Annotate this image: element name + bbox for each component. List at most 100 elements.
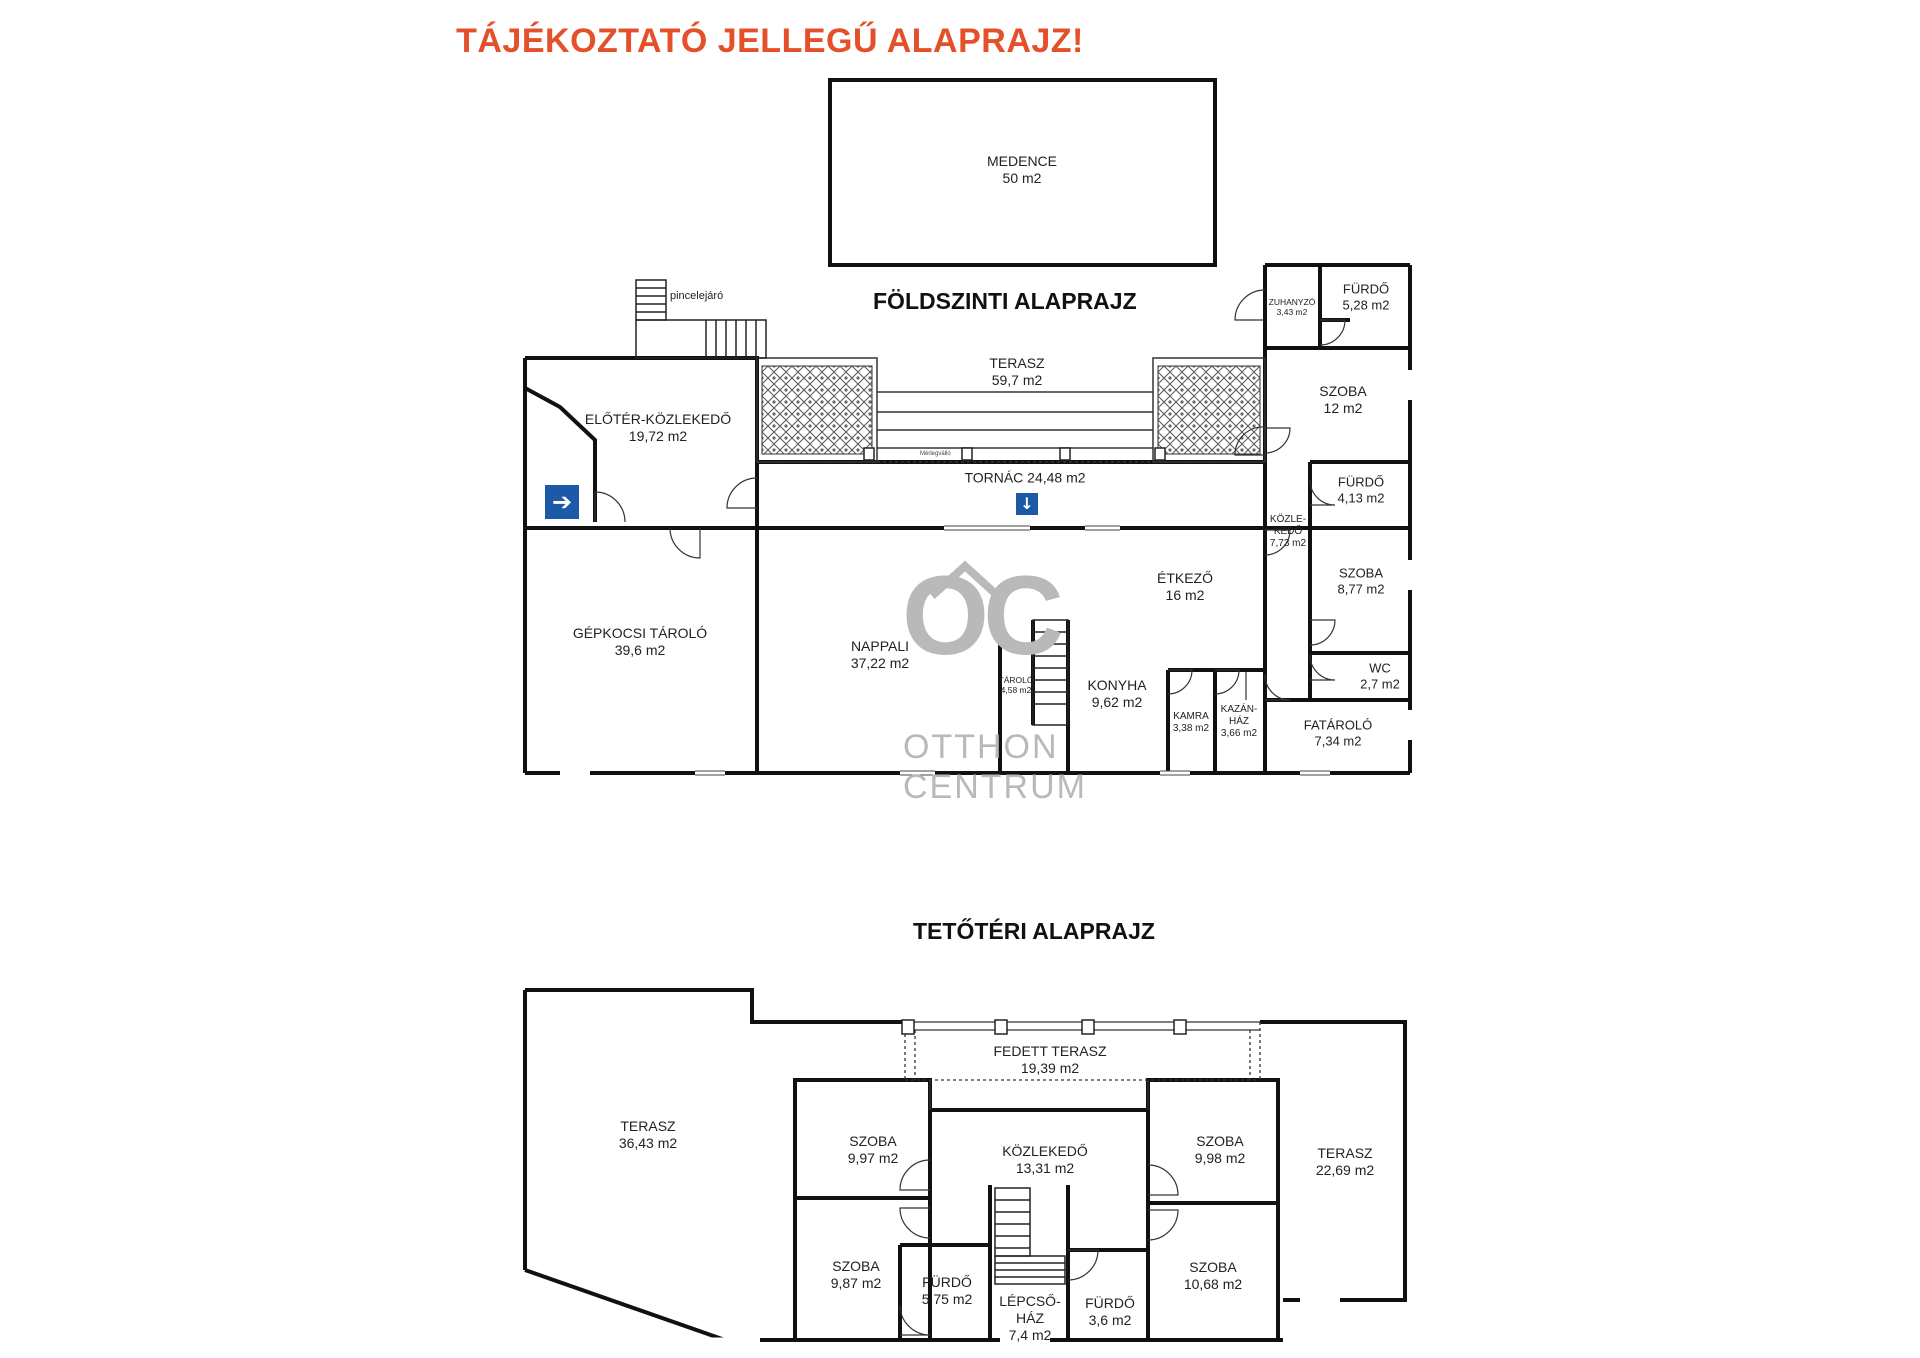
ground-floor-title: FÖLDSZINTI ALAPRAJZ [873,288,1137,314]
room-name: SZOBA [1196,1133,1244,1150]
room-area: 7,34 m2 [1314,733,1362,748]
room-name-2: HÁZ [1016,1309,1044,1326]
room-name: TORNÁC 24,48 m2 [964,469,1086,486]
interior-stair [1032,619,1069,726]
room-name: NAPPALI [850,638,910,655]
arrow-right-icon: ➔ [545,485,579,519]
room-name: FÜRDŐ [922,1274,972,1291]
ground-windows [560,370,1413,776]
room-medence: MEDENCE 50 m2 [987,153,1057,187]
attic-posts [901,1019,1187,1035]
room-name: FEDETT TERASZ [993,1043,1107,1060]
room-area: 8,77 m2 [1337,581,1385,596]
room-name: SZOBA [1319,383,1367,400]
room-area: 3,6 m2 [1088,1312,1132,1328]
room-area: 12 m2 [1323,400,1363,416]
arrow-down-icon: ↓ [1016,493,1038,515]
room-name: KAZÁN- [1220,704,1258,715]
room-area: 5,75 m2 [921,1291,973,1307]
room-szoba-b: SZOBA 9,98 m2 [1195,1133,1246,1167]
room-name: SZOBA [1189,1259,1237,1276]
room-name: KONYHA [1087,677,1147,694]
room-terasz-right: TERASZ 22,69 m2 [1316,1145,1374,1179]
room-name: ELŐTÉR-KÖZLEKEDŐ [584,411,732,428]
room-lepcsohaz: LÉPCSŐ- HÁZ 7,4 m2 [999,1293,1060,1343]
lattice-left [761,365,873,455]
watermark-line2: CENTRUM [903,768,1087,806]
terrace-posts [863,447,1166,461]
room-fedett-terasz: FEDETT TERASZ 19,39 m2 [993,1043,1106,1077]
room-area: 2,7 m2 [1360,676,1400,691]
room-area: 16 m2 [1165,587,1205,603]
room-eloter: ELŐTÉR-KÖZLEKEDŐ 19,72 m2 [585,411,731,445]
room-name: SZOBA [1338,565,1384,581]
room-furdo-b: FÜRDŐ 3,6 m2 [1085,1295,1135,1329]
room-terasz: TERASZ 59,7 m2 [989,355,1044,389]
room-area: 7,73 m2 [1269,538,1307,549]
terrace-lines [756,357,1266,463]
room-name: FÜRDŐ [1342,281,1390,297]
room-name: SZOBA [849,1133,897,1150]
room-name: MEDENCE [986,153,1058,170]
room-area: 50 m2 [1002,170,1042,186]
room-name: TERASZ [1317,1145,1373,1162]
room-name: TÁROLÓ [998,674,1034,685]
attic-stair [994,1187,1066,1285]
page-title: TÁJÉKOZTATÓ JELLEGŰ ALAPRAJZ! [456,22,1084,60]
room-area: 13,31 m2 [1015,1160,1075,1176]
room-area: 19,72 m2 [628,428,688,444]
room-name: KAMRA [1173,711,1209,722]
attic-floor-title: TETŐTÉRI ALAPRAJZ [913,918,1155,944]
room-area: 4,58 m2 [1000,685,1032,695]
room-area: 9,98 m2 [1194,1150,1246,1166]
room-fatarolo: FATÁROLÓ 7,34 m2 [1304,717,1372,748]
room-name: FATÁROLÓ [1303,717,1373,733]
basement-stair-label: pincelejáró [670,290,724,302]
room-etkezo: ÉTKEZŐ 16 m2 [1157,570,1213,604]
room-name: FÜRDŐ [1085,1295,1135,1312]
watermark-logo: OC [902,553,1064,678]
ground-doors [594,289,1346,701]
room-name: KÖZLE- [1269,514,1307,525]
pool-outline [828,78,1217,267]
watermark-line1: OTTHON [903,728,1059,766]
room-furdo-2: FÜRDŐ 4,13 m2 [1338,474,1385,505]
room-area: 3,38 m2 [1172,723,1210,734]
room-area: 59,7 m2 [991,372,1043,388]
room-nappali: NAPPALI 37,22 m2 [851,638,909,672]
room-tarolo: TÁROLÓ 4,58 m2 [999,675,1034,695]
room-name-2: KEDŐ [1273,526,1303,537]
room-name-2: HÁZ [1228,716,1249,727]
attic-doors [899,1159,1179,1336]
room-area: 5,28 m2 [1342,297,1390,312]
room-area: 39,6 m2 [614,642,666,658]
attic-windows [700,1297,1340,1343]
room-furdo-a: FÜRDŐ 5,75 m2 [922,1274,973,1308]
room-szoba-c: SZOBA 9,87 m2 [831,1258,882,1292]
room-area: 22,69 m2 [1315,1162,1375,1178]
ground-floor-walls [523,263,1412,775]
room-tornac: TORNÁC 24,48 m2 [964,470,1085,487]
room-area: 10,68 m2 [1183,1276,1243,1292]
room-wc: WC 2,7 m2 [1360,660,1400,691]
room-kozlekedo-attic: KÖZLEKEDŐ 13,31 m2 [1002,1143,1088,1177]
room-name: SZOBA [832,1258,880,1275]
room-terasz-left: TERASZ 36,43 m2 [619,1118,677,1152]
room-area: 19,39 m2 [1020,1060,1080,1076]
room-szoba-1: SZOBA 12 m2 [1319,383,1366,417]
room-furdo-1: FÜRDŐ 5,28 m2 [1343,281,1390,312]
room-area: 3,66 m2 [1220,728,1258,739]
lattice-right [1157,365,1261,455]
watermark-roof-icon [929,560,1001,599]
room-szoba-2: SZOBA 8,77 m2 [1338,565,1385,596]
room-szoba-a: SZOBA 9,97 m2 [848,1133,899,1167]
ground-window-marks [695,525,1330,776]
room-name: FÜRDŐ [1337,474,1385,490]
room-name: ZUHANYZÓ [1268,296,1316,307]
room-name: WC [1369,660,1391,676]
room-area: 7,4 m2 [1008,1326,1052,1343]
room-area: 37,22 m2 [850,655,910,671]
room-name: ÉTKEZŐ [1156,570,1214,587]
room-name: TERASZ [989,355,1045,372]
